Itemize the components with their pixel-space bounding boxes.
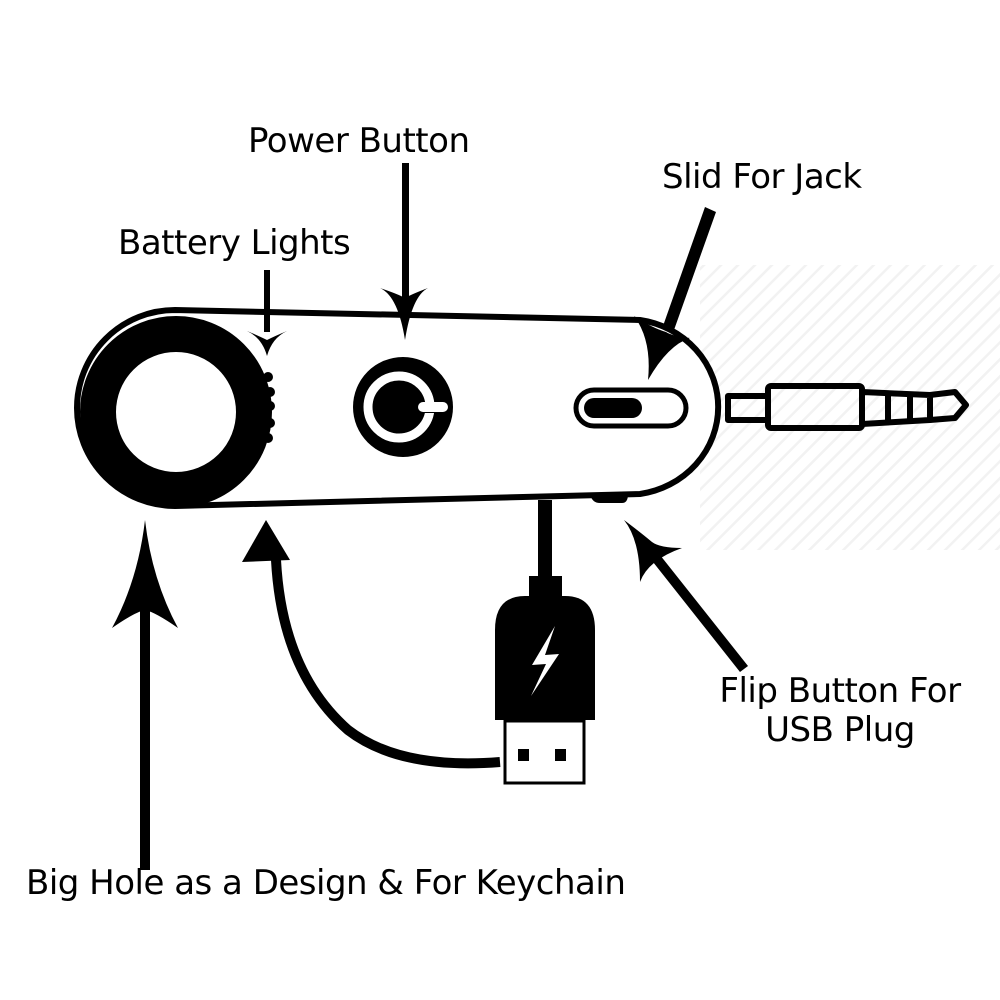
- label-big-hole: Big Hole as a Design & For Keychain: [26, 863, 626, 903]
- arrow-power-button: [380, 163, 428, 340]
- arrow-battery-lights: [247, 270, 287, 356]
- arrow-usb-flip-curve: [242, 520, 501, 769]
- keychain-hole: [80, 316, 272, 508]
- battery-lights: [263, 372, 275, 443]
- label-flip-button-line1: Flip Button For: [719, 671, 961, 711]
- slide-knob[interactable]: [584, 398, 642, 418]
- label-battery-lights: Battery Lights: [118, 223, 351, 263]
- label-power-button: Power Button: [248, 121, 470, 161]
- jack-slide-switch[interactable]: [573, 387, 689, 429]
- label-flip-button-line2: USB Plug: [765, 710, 915, 751]
- battery-light: [265, 387, 275, 397]
- power-button[interactable]: [353, 357, 453, 457]
- label-slide-for-jack: Slid For Jack: [662, 157, 862, 197]
- battery-light: [265, 418, 275, 428]
- label-flip-button: Flip Button For USB Plug: [700, 671, 980, 751]
- power-icon: [418, 402, 448, 412]
- arrow-keychain-hole: [112, 520, 178, 870]
- background-stripes: [700, 265, 1000, 550]
- audio-jack-icon: [725, 383, 969, 431]
- arrow-slide-for-jack: [634, 207, 716, 380]
- battery-light: [263, 372, 273, 382]
- battery-light: [265, 401, 275, 411]
- lightning-bolt-icon: [531, 626, 559, 696]
- flip-button[interactable]: [590, 494, 628, 503]
- battery-light: [263, 433, 273, 443]
- usb-plug-icon: [495, 500, 595, 785]
- arrow-flip-button: [624, 520, 748, 672]
